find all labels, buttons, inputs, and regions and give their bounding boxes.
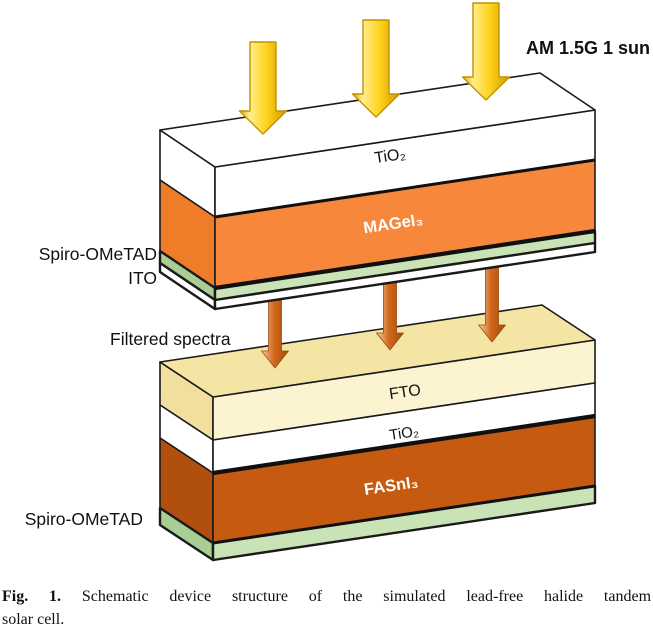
figure-caption: Fig. 1. Schematic device structure of th… [0, 586, 653, 631]
bottom-cell-absorber-top-divider [212, 413, 596, 476]
caption-line-2: solar cell. [2, 610, 65, 628]
top-cell-spiro-label: Spiro-OMeTAD [39, 244, 157, 264]
filtered-spectra-label: Filtered spectra [110, 329, 231, 349]
top-cell-absorber-bottom-divider [214, 228, 596, 291]
figure-number-label: Fig. 1. [2, 588, 62, 605]
bottom-cell-spiro-label: Spiro-OMeTAD [25, 509, 143, 529]
sunlight-arrow-3 [461, 2, 511, 101]
bottom-cell-absorber-bottom-divider [212, 484, 596, 545]
bottom-cell [158, 304, 597, 562]
top-cell-tio2-label: TiO₂ [373, 146, 407, 167]
caption-line-1: Fig. 1. Schematic device structure of th… [2, 586, 651, 609]
top-cell-ito-front-face [213, 241, 597, 311]
sunlight-label: AM 1.5G 1 sun [526, 38, 650, 58]
filtered-spectra-arrows [261, 241, 506, 369]
device-schematic: AM 1.5G 1 sun TiO₂ MAGeI₃ Spiro-OMeTAD I… [25, 2, 650, 562]
bottom-cell-tio2-label: TiO₂ [388, 423, 420, 444]
bottom-cell-fto-label: FTO [388, 382, 422, 403]
top-cell-absorber-top-divider [214, 158, 596, 219]
caption-text-line1: Schematic device structure of the simula… [81, 588, 652, 605]
sunlight-arrows [238, 2, 511, 135]
top-cell-ito-label: ITO [128, 268, 157, 288]
sunlight-arrow-2 [351, 19, 401, 118]
sunlight-arrow-1 [238, 41, 288, 135]
